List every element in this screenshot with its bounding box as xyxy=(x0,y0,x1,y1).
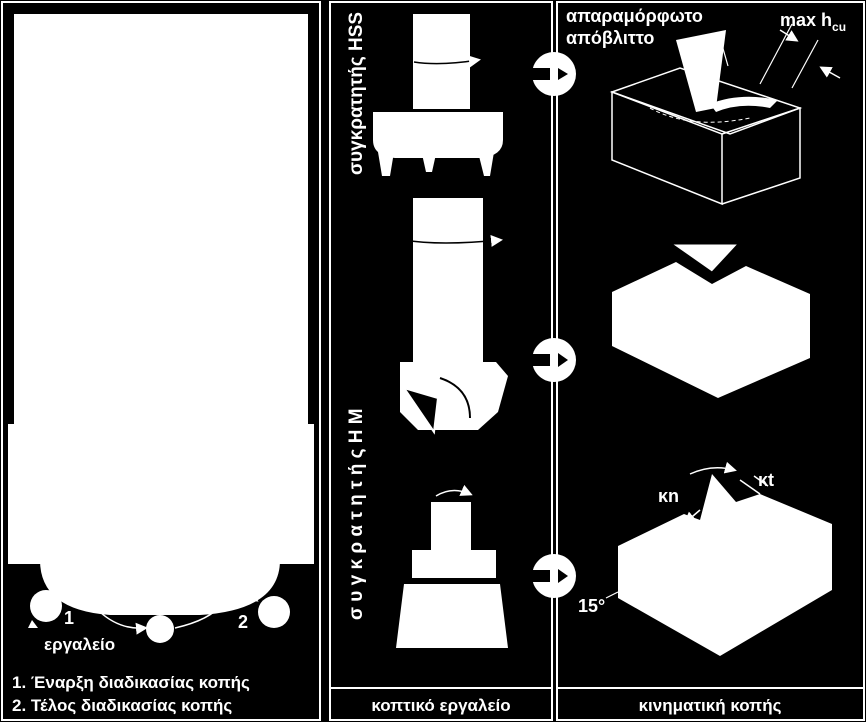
tool-start-circle xyxy=(30,590,62,622)
vertical-label-hm: σ υ γ κ ρ α τ η τ ή ς H M xyxy=(346,408,367,620)
edge-angle-block xyxy=(605,461,832,656)
tool-label: εργαλείο xyxy=(44,635,115,654)
rotation-arrow-start xyxy=(28,620,38,628)
kn-label: κn xyxy=(658,486,679,506)
chip-label-line1: απαραμόρφωτο xyxy=(566,6,703,26)
kt-label: κt xyxy=(758,470,774,490)
left-panel-frame xyxy=(1,1,321,721)
hss-holder-tool xyxy=(373,14,503,176)
legend-step-1: 1. Έναρξη διαδικασίας κοπής xyxy=(12,673,250,692)
middle-caption: κοπτικό εργαλείο xyxy=(371,696,510,715)
connector-marker-1 xyxy=(532,52,576,96)
insert-cutter-tool xyxy=(396,484,508,648)
cone-cut-block xyxy=(612,243,810,398)
right-caption: κινηματική κοπής xyxy=(639,696,782,715)
path-arrow-2 xyxy=(174,590,259,629)
vertical-label-hss: συγκρατητής HSS xyxy=(346,12,367,175)
tool-end-circle xyxy=(258,596,290,628)
workpiece-shape xyxy=(8,14,314,615)
path-arrow-1 xyxy=(61,595,148,635)
connector-marker-2 xyxy=(532,338,576,382)
hm-holder-tool xyxy=(400,198,508,435)
marker-1: 1 xyxy=(64,608,74,628)
angle-label: 15° xyxy=(578,596,605,616)
marker-2: 2 xyxy=(238,612,248,632)
max-thickness-label: max hcu xyxy=(780,10,846,34)
chip-label-line2: απόβλιττο xyxy=(566,28,654,48)
connector-marker-3 xyxy=(532,554,576,598)
legend-step-2: 2. Τέλος διαδικασίας κοπής xyxy=(12,696,232,715)
tool-contact-circle xyxy=(146,615,174,643)
chip-formation-block xyxy=(609,23,841,206)
